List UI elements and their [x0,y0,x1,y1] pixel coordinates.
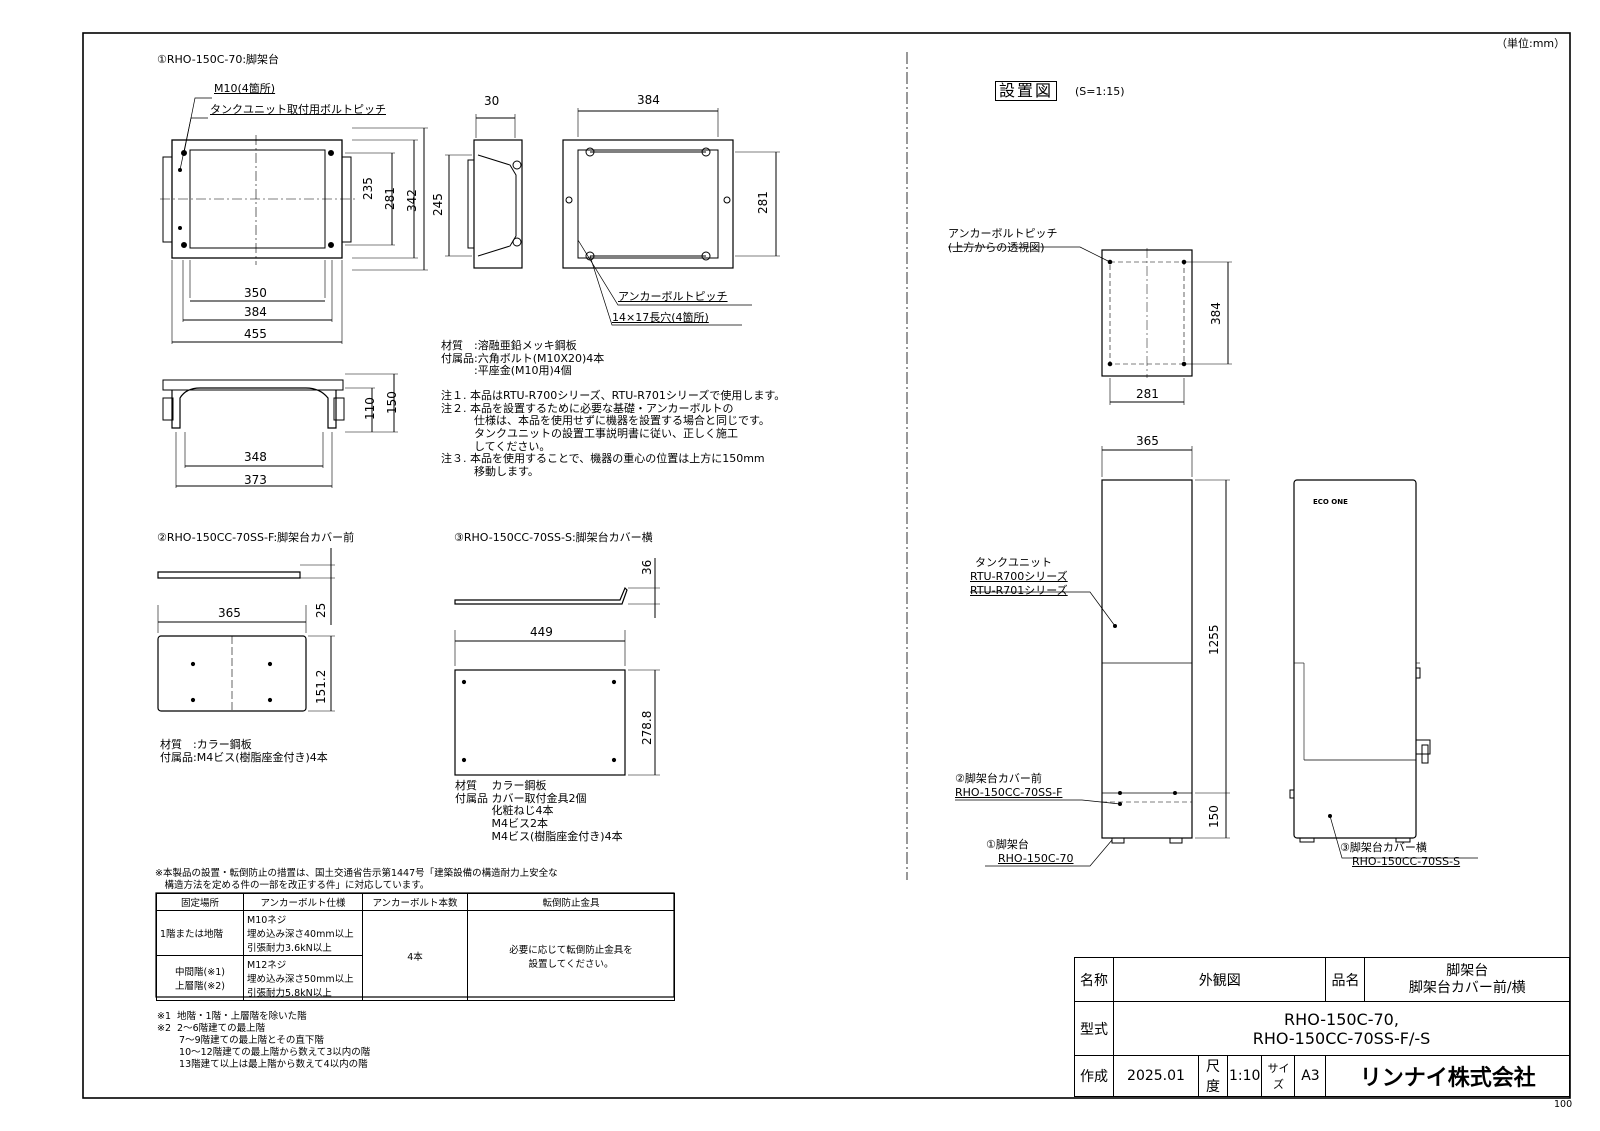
standard-note-2: 構造方法を定める件の一部を改正する件」に対応しています。 [155,880,430,891]
p1-dim-350: 350 [244,286,267,300]
p1-title: ①RHO-150C-70:脚架台 [157,53,280,66]
p1-dim-373: 373 [244,473,267,487]
p1-top-view [160,97,428,344]
row1-place: 1階または地階 [156,910,244,956]
install-tank-1: タンクユニット [975,556,1052,569]
p2-title: ②RHO-150CC-70SS-F:脚架台カバー前 [157,531,355,544]
p1-dim-30: 30 [484,94,500,108]
p1-front-view [162,373,398,488]
install-dim-281: 281 [1136,387,1159,401]
p1-notes: 注１. 本品はRTU-R700シリーズ、RTU-R701シリーズで使用します。 … [441,389,786,478]
made-date: 2025.01 [1113,1055,1199,1097]
p3-dim-449: 449 [530,625,553,639]
p1-spec: 材質 :溶融亜鉛メッキ鋼板 付属品:六角ボルト(M10X20)4本 :平座金(M… [441,339,605,378]
install-scale: (S=1:15) [1075,85,1125,98]
model-label: 型式 [1074,1001,1114,1056]
install-tank-3: RTU-R701シリーズ [970,584,1068,597]
anchor-count: 4本 [362,910,468,1001]
product-label: 品名 [1325,957,1366,1002]
install-cover-side-1: ③脚架台カバー横 [1340,841,1427,854]
p1-slot: 14×17長穴(4箇所) [612,311,709,324]
p1-dim-150: 150 [385,391,399,414]
standard-row-2: 中間階(※1) 上層階(※2) M12ネジ 埋め込み深さ50mm以上 引張耐力5… [156,955,675,1001]
scale-value: 1:10 [1226,1055,1263,1097]
p2-dim-151: 151.2 [314,669,328,704]
install-side-view [1289,479,1478,859]
standard-table: 固定場所 アンカーボルト仕様 アンカーボルト本数 転倒防止金具 1階または地階 … [156,893,675,1001]
sheet-number: 100 [1554,1099,1573,1110]
p1-dim-348: 348 [244,450,267,464]
header-count: アンカーボルト本数 [362,893,468,911]
unit-label: （単位:mm） [1496,37,1566,50]
standard-note-1: ※本製品の設置・転倒防止の措置は、国土交通省告示第1447号「建築設備の構造耐力… [155,868,558,879]
p1-dim-235: 235 [361,177,375,200]
install-title: 設置図 [995,81,1058,102]
p1-side-view [445,114,523,269]
company-name: リンナイ株式会社 [1325,1055,1570,1097]
title-row-model: 型式 RHO-150C-70, RHO-150CC-70SS-F/-S [1074,1001,1570,1056]
install-tank-2: RTU-R700シリーズ [970,570,1068,583]
p1-dim-455: 455 [244,327,267,341]
header-device: 転倒防止金具 [467,893,675,911]
device-note: 必要に応じて転倒防止金具を 設置してください。 [467,910,675,1001]
install-dim-365: 365 [1136,434,1159,448]
install-top-view [948,246,1232,405]
p1-dim-245: 245 [431,193,445,216]
p1-dim-110: 110 [363,397,377,420]
p1-dim-bottom-281: 281 [756,191,770,214]
install-cover-front-1: ②脚架台カバー前 [955,772,1042,785]
name-value: 外観図 [1112,957,1327,1002]
header-spec: アンカーボルト仕様 [243,893,363,911]
p2-spec: 材質 :カラー鋼板 付属品:M4ビス(樹脂座金付き)4本 [160,738,328,764]
p3-title: ③RHO-150CC-70SS-S:脚架台カバー横 [454,531,653,544]
p3-dim-36: 36 [640,559,654,575]
made-label: 作成 [1074,1055,1114,1097]
size-label: サイズ [1261,1055,1296,1097]
row1-spec: M10ネジ 埋め込み深さ40mm以上 引張耐力3.6kN以上 [243,910,363,956]
product-value: 脚架台 脚架台カバー前/横 [1364,957,1570,1002]
p2-dim-25: 25 [314,602,328,618]
install-front-view [955,446,1230,867]
size-value: A3 [1294,1055,1327,1097]
header-place: 固定場所 [156,893,244,911]
install-stand-1: ①脚架台 [986,838,1029,851]
sheet-frame [82,32,1571,1099]
p3-dim-278: 278.8 [640,710,654,745]
p1-anchor-pitch: アンカーボルトピッチ [618,290,728,303]
p3-spec: 材質 カラー鋼板 付属品 カバー取付金具2個 化粧ねじ4本 M4ビス2本 M4ビ… [455,779,623,843]
p1-dim-281: 281 [383,187,397,210]
standard-row-1: 1階または地階 M10ネジ 埋め込み深さ40mm以上 引張耐力3.6kN以上 4… [156,910,675,1001]
row2-place: 中間階(※1) 上層階(※2) [156,955,244,1001]
title-block: 名称 外観図 品名 脚架台 脚架台カバー前/横 型式 RHO-150C-70, … [1074,957,1570,1097]
p1-bolt-label: M10(4箇所) [214,82,276,95]
p2-dim-365: 365 [218,606,241,620]
title-row-made: 作成 2025.01 尺度 1:10 サイズ A3 リンナイ株式会社 [1074,1055,1570,1097]
p1-dim-bottom-384: 384 [637,93,660,107]
install-dim-1255: 1255 [1207,624,1221,655]
model-value: RHO-150C-70, RHO-150CC-70SS-F/-S [1113,1001,1570,1056]
install-anchor-label-2: (上方からの透視図) [948,241,1045,254]
standard-header-row: 固定場所 アンカーボルト仕様 アンカーボルト本数 転倒防止金具 [156,893,675,911]
brand-logo: ECO ONE [1313,498,1348,506]
row2-spec: M12ネジ 埋め込み深さ50mm以上 引張耐力5.8kN以上 [243,955,363,1001]
p1-pitch-label: タンクユニット取付用ボルトピッチ [210,103,386,116]
name-label: 名称 [1074,957,1114,1002]
p1-dim-342: 342 [405,189,419,212]
install-cover-side-2: RHO-150CC-70SS-S [1352,855,1461,868]
install-cover-front-2: RHO-150CC-70SS-F [955,786,1063,799]
scale-label: 尺度 [1198,1055,1228,1097]
install-dim-150: 150 [1207,805,1221,828]
standard-footnotes: ※1 地階・1階・上層階を除いた階 ※2 2～6階建ての最上階 7～9階建ての最… [157,1011,371,1070]
p3-views [454,558,660,776]
title-row-name: 名称 外観図 品名 脚架台 脚架台カバー前/横 [1074,957,1570,1002]
p2-views [157,548,335,712]
p1-bottom-view [562,108,780,326]
install-anchor-label-1: アンカーボルトピッチ [948,227,1058,240]
p1-dim-384: 384 [244,305,267,319]
install-dim-384: 384 [1209,302,1223,325]
install-stand-2: RHO-150C-70 [998,852,1074,865]
